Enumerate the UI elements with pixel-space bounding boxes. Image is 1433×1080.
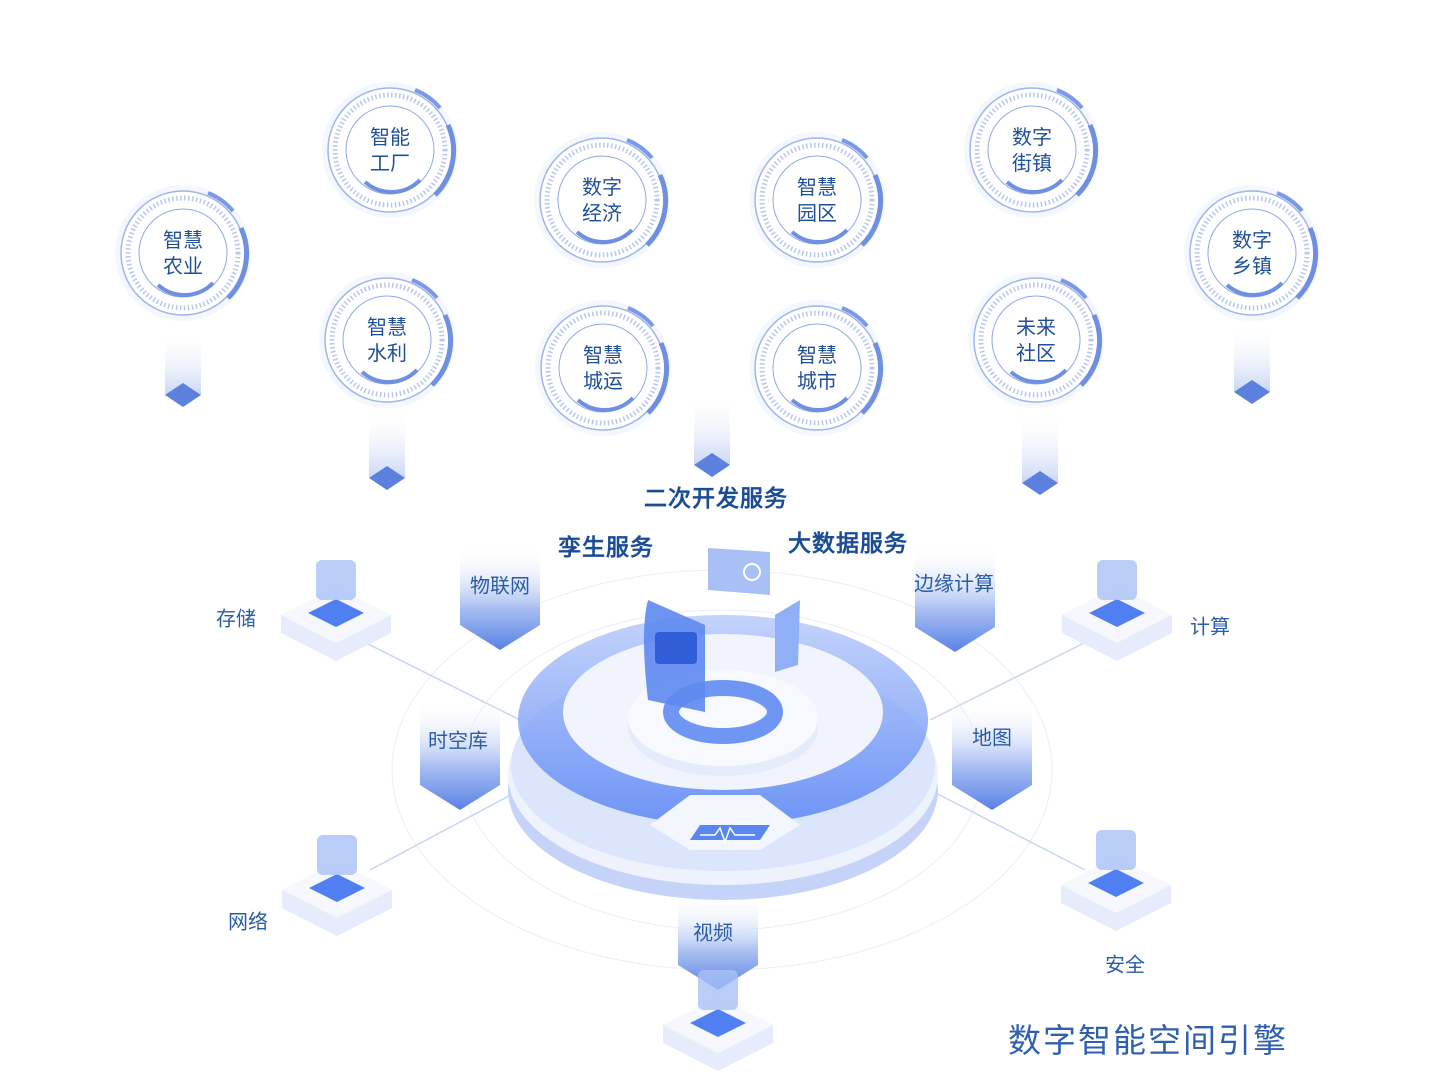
badge-line-2: 园区 — [797, 201, 837, 225]
badge-ring-icon — [1184, 185, 1320, 321]
module-label-map: 地图 — [972, 725, 1012, 750]
service-label-big-data: 大数据服务 — [788, 531, 908, 557]
device-icon — [698, 970, 738, 1010]
page-title: 数字智能空间引擎 — [1008, 1021, 1288, 1060]
module-block — [420, 700, 500, 810]
badge-line-2: 乡镇 — [1232, 254, 1272, 278]
scenario-badge: 智慧水利 — [317, 270, 457, 410]
service-label-twin: 孪生服务 — [558, 535, 654, 561]
device-icon — [1096, 830, 1136, 870]
device-icon — [317, 835, 357, 875]
badge-line-2: 农业 — [163, 254, 203, 278]
badge-line-2: 城运 — [583, 369, 623, 393]
infra-label-security: 安全 — [1105, 952, 1145, 977]
badge-line-2: 水利 — [367, 341, 407, 365]
infra-label-network: 网络 — [228, 909, 268, 934]
infra-label-storage: 存储 — [216, 606, 256, 631]
module-label-iot: 物联网 — [470, 573, 530, 598]
badge-line-2: 工厂 — [370, 151, 410, 175]
infra-cube — [282, 835, 392, 936]
badge-ring-icon — [534, 132, 670, 268]
badge-ring-icon — [115, 185, 251, 321]
badge-line-1: 未来 — [1016, 315, 1056, 339]
module-block — [952, 700, 1032, 810]
badge-line-1: 智慧 — [367, 315, 407, 339]
module-block — [915, 545, 995, 652]
badge-ring-icon — [749, 132, 885, 268]
scenario-badge: 未来社区 — [966, 270, 1106, 410]
service-label-secondary-dev: 二次开发服务 — [644, 486, 788, 512]
module-block — [460, 545, 540, 650]
badge-line-1: 数字 — [1232, 228, 1272, 252]
badge-ring-icon — [964, 82, 1100, 218]
infra-cube — [663, 970, 773, 1071]
badge-ring-icon — [749, 300, 885, 436]
module-label-spatiotemporal-db: 时空库 — [428, 728, 488, 753]
scenario-badge: 智慧园区 — [747, 130, 887, 270]
badge-line-1: 智慧 — [797, 343, 837, 367]
badge-line-1: 智慧 — [163, 228, 203, 252]
scenario-badge: 智慧农业 — [113, 183, 253, 323]
badge-line-1: 数字 — [582, 175, 622, 199]
scenario-badge: 数字街镇 — [962, 80, 1102, 220]
badge-line-2: 街镇 — [1012, 151, 1052, 175]
module-block — [678, 895, 758, 990]
central-platform — [508, 548, 938, 900]
scenario-badge: 智能工厂 — [320, 80, 460, 220]
pillar — [694, 392, 730, 477]
badge-ring-icon — [968, 272, 1104, 408]
badge-line-1: 智慧 — [797, 175, 837, 199]
device-icon — [316, 560, 356, 600]
scenario-badge: 智慧城市 — [747, 298, 887, 438]
pillar — [165, 330, 201, 407]
badge-ring-icon — [319, 272, 455, 408]
infra-cube — [1062, 560, 1172, 661]
scenario-badge: 智慧城运 — [533, 298, 673, 438]
pillar — [1022, 410, 1058, 495]
badge-line-1: 智能 — [370, 125, 410, 149]
badge-line-1: 数字 — [1012, 125, 1052, 149]
scenario-badge: 数字经济 — [532, 130, 672, 270]
pillar — [1234, 322, 1270, 404]
module-label-edge-computing: 边缘计算 — [914, 571, 994, 596]
infra-cube — [281, 560, 391, 661]
badge-line-2: 城市 — [797, 369, 837, 393]
badge-pillars — [165, 322, 1270, 495]
badge-ring-icon — [322, 82, 458, 218]
badge-line-2: 经济 — [582, 201, 622, 225]
module-label-video: 视频 — [693, 920, 733, 945]
infra-cube — [1061, 830, 1171, 931]
badge-line-2: 社区 — [1016, 341, 1056, 365]
badge-line-1: 智慧 — [583, 343, 623, 367]
pillar — [369, 408, 405, 490]
badge-ring-icon — [535, 300, 671, 436]
scenario-badge: 数字乡镇 — [1182, 183, 1322, 323]
infra-label-compute: 计算 — [1190, 614, 1230, 639]
module-blocks — [420, 545, 1032, 990]
device-icon — [1097, 560, 1137, 600]
infra-cubes — [281, 560, 1172, 1071]
